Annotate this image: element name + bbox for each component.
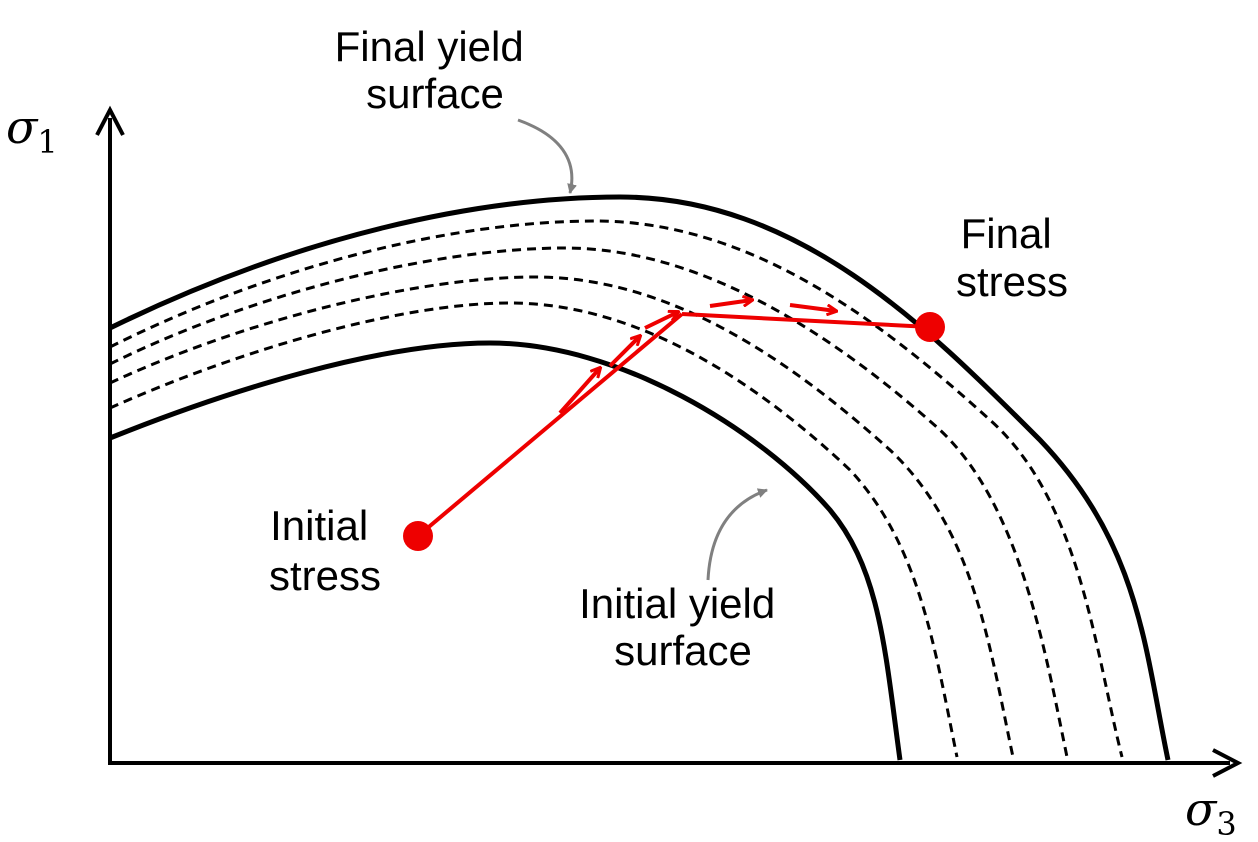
y-axis-subscript: 1 <box>37 123 57 161</box>
y-axis-symbol: σ <box>6 100 39 154</box>
yield-surfaces <box>108 194 1171 761</box>
final-stress-label: Final stress <box>956 210 1068 305</box>
final-yield-surface-label: Final yield surface <box>335 23 536 117</box>
x-axis-symbol: σ <box>1185 782 1218 836</box>
final-stress-label-line2: stress <box>956 258 1068 305</box>
initial-yield-surface-label: Initial yield surface <box>579 580 787 674</box>
intermediate-yield-surface-dashed <box>109 275 1015 758</box>
stress-path-segment <box>416 312 684 538</box>
final-yield-label-line1: Final yield <box>335 23 524 70</box>
initial-yield-label-line1: Initial yield <box>579 580 775 627</box>
y-axis-arrowhead <box>95 105 125 136</box>
final-yield-label-line2: surface <box>366 70 504 117</box>
x-axis-arrowhead <box>1212 748 1243 778</box>
initial-yield-label-line2: surface <box>614 627 752 674</box>
final-yield-surface-curve <box>108 194 1171 761</box>
stress-path-arrow <box>608 336 640 368</box>
stress-path-arrow <box>789 303 836 311</box>
x-axis-subscript: 3 <box>1216 805 1236 842</box>
stress-path-arrow <box>558 368 600 415</box>
stress-path-arrow <box>709 300 752 308</box>
final-stress-label-line1: Final <box>961 210 1052 257</box>
initial-stress-label: Initial stress <box>269 502 381 599</box>
initial-yield-pointer-arrow <box>706 488 768 581</box>
intermediate-yield-surface-dashed <box>109 219 1124 758</box>
initial-stress-point <box>403 521 433 551</box>
initial-yield-surface-curve <box>109 340 903 761</box>
final-stress-point <box>915 312 945 342</box>
axes <box>95 105 1243 778</box>
y-axis-label: σ1 <box>6 100 58 161</box>
intermediate-yield-surface-dashed <box>109 301 959 758</box>
initial-stress-label-line1: Initial <box>270 502 368 549</box>
stress-path <box>416 300 931 538</box>
x-axis-label: σ3 <box>1185 782 1237 842</box>
final-yield-pointer-arrow <box>517 118 577 194</box>
initial-stress-label-line2: stress <box>269 552 381 599</box>
stress-path-arrow <box>644 312 678 330</box>
stress-path-segment <box>681 312 931 329</box>
